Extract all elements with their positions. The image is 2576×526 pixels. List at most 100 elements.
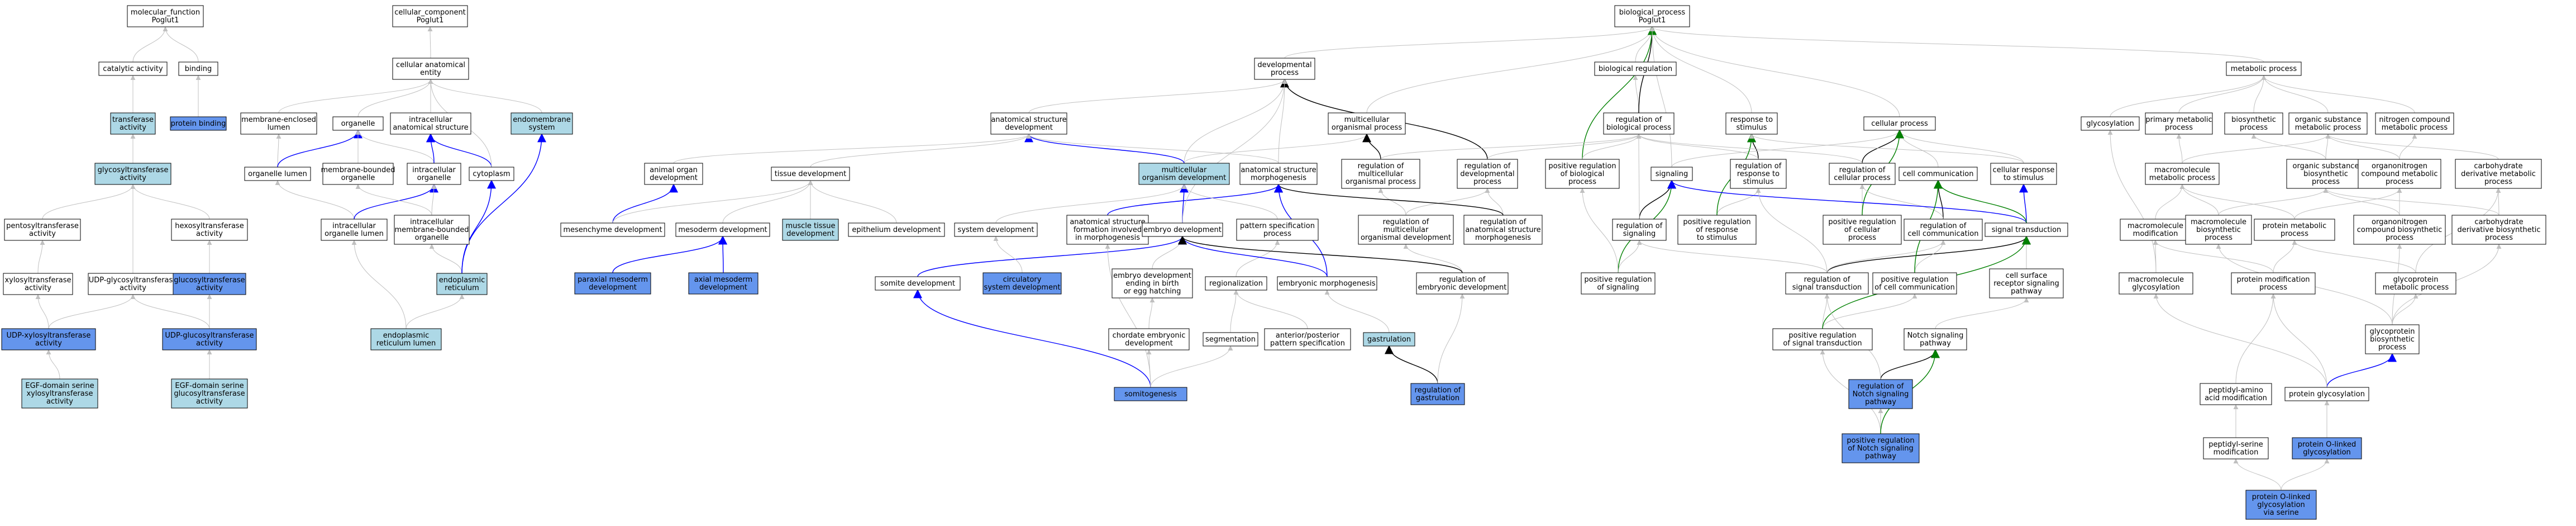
go-term-node-cyto[interactable]: cytoplasm <box>469 167 514 181</box>
go-term-node-egfxyl[interactable]: EGF-domain serinexylosyltransferaseactiv… <box>21 378 98 409</box>
go-term-node-segm[interactable]: segmentation <box>1203 332 1258 347</box>
go-term-node-sysd[interactable]: system development <box>954 222 1038 237</box>
go-term-node-protbind[interactable]: protein binding <box>170 116 227 131</box>
go-term-node-epid[interactable]: epithelium development <box>848 222 945 237</box>
go-term-node-egfgluc[interactable]: EGF-domain serineglucosyltransferaseacti… <box>171 378 248 409</box>
go-term-node-somd[interactable]: somite development <box>875 276 961 291</box>
go-term-node-protglyc[interactable]: protein glycosylation <box>2284 387 2369 401</box>
go-term-node-glycos[interactable]: glycosylation <box>2081 116 2140 131</box>
go-term-node-metp[interactable]: metabolic process <box>2226 61 2302 76</box>
go-term-node-st[interactable]: signal transduction <box>1985 222 2068 237</box>
go-term-node-embd[interactable]: embryo development <box>1142 222 1223 237</box>
go-term-node-tissd[interactable]: tissue development <box>771 167 850 181</box>
go-term-node-sig[interactable]: signaling <box>1650 167 1693 181</box>
go-term-node-mesd[interactable]: mesenchyme development <box>560 222 665 237</box>
go-term-node-org[interactable]: organelle <box>332 116 384 131</box>
go-term-node-orgl[interactable]: organelle lumen <box>244 167 311 181</box>
go-term-node-emorph[interactable]: embryonic morphogenesis <box>1277 276 1377 291</box>
go-term-node-breg[interactable]: biological regulation <box>1594 61 1677 76</box>
go-term-node-gast[interactable]: gastrulation <box>1363 332 1415 347</box>
go-term-node-cellcomm[interactable]: cell communication <box>1898 167 1978 181</box>
go-term-node-bind[interactable]: binding <box>178 61 218 76</box>
go-term-node-regz[interactable]: regionalization <box>1205 276 1267 291</box>
go-term-node-cp[interactable]: cellular process <box>1863 116 1936 131</box>
go-term-node-mesod[interactable]: mesoderm development <box>675 222 770 237</box>
